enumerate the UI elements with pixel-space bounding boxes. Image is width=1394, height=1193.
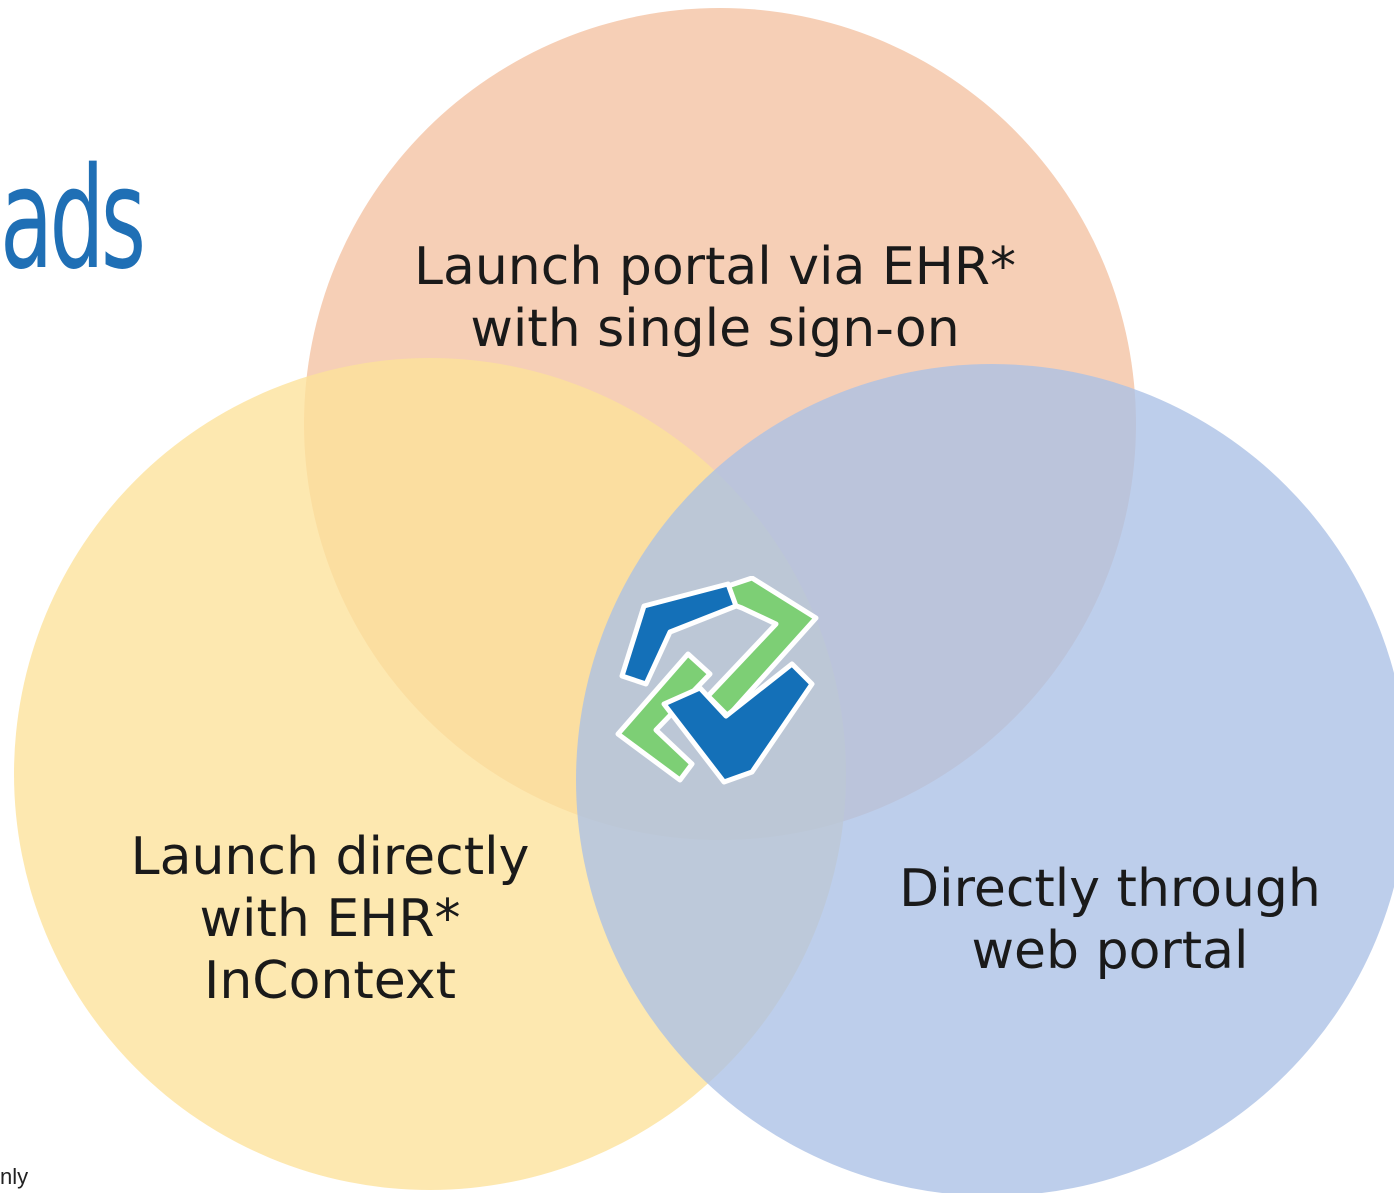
label-web-portal: Directly through web portal <box>899 859 1321 981</box>
slide-title-fragment: ads <box>0 138 146 301</box>
interlocking-chevrons-logo-icon <box>615 576 819 785</box>
footnote-fragment: nly <box>0 1164 29 1189</box>
venn-circle-right <box>576 364 1394 1193</box>
label-ehr-incontext: Launch directly with EHR* InContext <box>130 827 530 1011</box>
label-ehr-single-sign-on: Launch portal via EHR* with single sign-… <box>414 237 1016 359</box>
